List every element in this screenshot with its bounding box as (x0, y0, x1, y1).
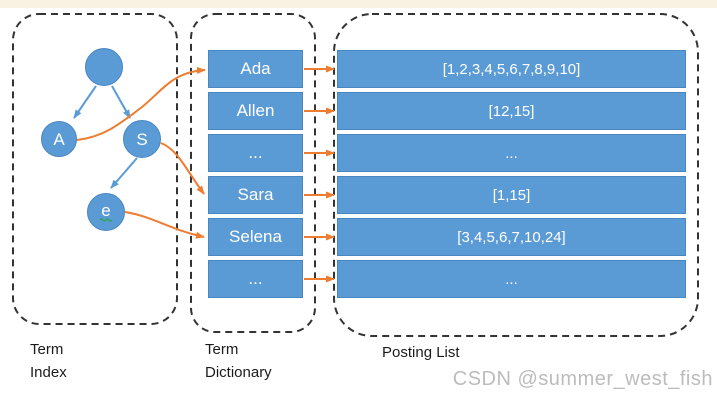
edge-S-to-e (110, 157, 138, 189)
term-dictionary-row: Selena (208, 218, 303, 256)
tree-node-A-label: A (53, 129, 65, 149)
term-dictionary-row: ... (208, 134, 303, 172)
tree-node-e-label: e (101, 201, 111, 220)
term-dictionary-label: Term Dictionary (205, 338, 272, 384)
posting-list-rows: [1,2,3,4,5,6,7,8,9,10] [12,15]... [1,15] [3… (337, 50, 686, 302)
term-index-label-line2: Index (30, 364, 67, 381)
posting-list-row: [3,4,5,6,7,10,24] (337, 218, 686, 256)
page-top-strip (0, 0, 717, 8)
tree-node-root (85, 48, 123, 86)
arrow-S-to-Sara (160, 142, 205, 195)
edge-root-to-S (111, 85, 131, 119)
term-dictionary-label-line1: Term (205, 341, 239, 358)
term-dictionary-label-line2: Dictionary (205, 364, 272, 381)
posting-list-row: [12,15] (337, 92, 686, 130)
posting-list-row: ... (337, 134, 686, 172)
term-dictionary-row: Ada (208, 50, 303, 88)
tree-node-A: A (41, 121, 77, 157)
arrow-e-to-Selena (124, 211, 205, 239)
term-index-label-line1: Term (30, 341, 64, 358)
tree-node-e: e (87, 193, 125, 231)
spellcheck-squiggle-icon (99, 218, 113, 222)
tree-node-S: S (123, 120, 161, 158)
term-dictionary-row: Allen (208, 92, 303, 130)
posting-list-row: [1,2,3,4,5,6,7,8,9,10] (337, 50, 686, 88)
posting-list-row: ... (337, 260, 686, 298)
term-index-label: Term Index (30, 338, 67, 384)
posting-list-row: [1,15] (337, 176, 686, 214)
posting-list-label: Posting List (382, 344, 460, 361)
edge-root-to-A (73, 85, 97, 119)
dictionary-to-posting-arrows (304, 65, 335, 283)
csdn-watermark: CSDN @summer_west_fish (452, 368, 713, 390)
term-dictionary-row: ... (208, 260, 303, 298)
tree-node-S-label: S (136, 129, 148, 149)
term-dictionary-row: Sara (208, 176, 303, 214)
